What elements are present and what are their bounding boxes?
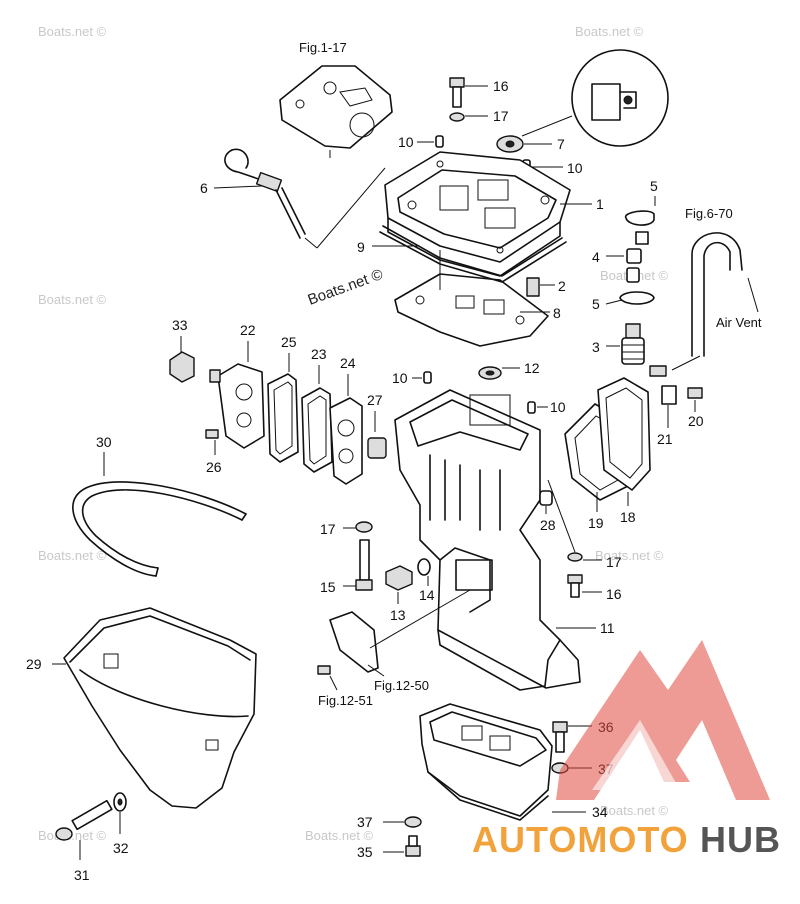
- part-label-14: 14: [419, 587, 435, 603]
- fig-12-50-plate: Fig.12-50 Fig.12-51: [317, 589, 471, 708]
- part-label-6: 6: [200, 180, 208, 196]
- fig-ref-12-51: Fig.12-51: [318, 693, 373, 708]
- fittings-20-21: 20 21: [649, 365, 704, 447]
- right-fasteners: 17 16: [547, 479, 622, 602]
- housing-top-fasteners: 12 10 10: [392, 360, 566, 415]
- part-label-37-left: 37: [357, 814, 373, 830]
- part-label-5-bottom: 5: [592, 296, 600, 312]
- part-label-18: 18: [620, 509, 636, 525]
- part-label-32: 32: [113, 840, 129, 856]
- part-label-17-top: 17: [493, 108, 509, 124]
- logo-text-automoto: AUTOMOTO: [472, 819, 689, 860]
- part-label-26: 26: [206, 459, 222, 475]
- cover-18-gasket-19: 19 18: [564, 377, 651, 531]
- housing-lower-fasteners: 17 15 13 14: [320, 521, 435, 623]
- fitting-2: 2: [526, 277, 566, 297]
- top-gasket-fig1-17: Fig.1-17: [279, 40, 393, 158]
- lower-apron-29: 29: [26, 607, 257, 809]
- part-label-5-top: 5: [650, 178, 658, 194]
- watermark: Boats.net ©: [38, 24, 107, 39]
- part-label-25: 25: [281, 334, 297, 350]
- watermark: Boats.net ©: [38, 548, 107, 563]
- bolt-31-washer-32: 31 32: [55, 792, 129, 883]
- watermark: Boats.net ©: [38, 292, 107, 307]
- gasket-9: 9: [357, 225, 567, 283]
- part-label-16-right: 16: [606, 586, 622, 602]
- part-label-13: 13: [390, 607, 406, 623]
- part-label-28: 28: [540, 517, 556, 533]
- center-watermark: Boats.net ©: [306, 266, 386, 309]
- part-label-24: 24: [340, 355, 356, 371]
- part-label-29: 29: [26, 656, 42, 672]
- part-label-7: 7: [557, 136, 565, 152]
- fig-ref-1-17: Fig.1-17: [299, 40, 347, 55]
- gasket-8: 8: [394, 250, 561, 347]
- part-label-17-left: 17: [320, 521, 336, 537]
- part-label-2: 2: [558, 278, 566, 294]
- logo-text-hub: HUB: [700, 819, 781, 860]
- air-vent-label: Air Vent: [716, 315, 762, 330]
- grommet-28: 28: [539, 490, 556, 533]
- part-label-23: 23: [311, 346, 327, 362]
- part-label-22: 22: [240, 322, 256, 338]
- exhaust-housing: 11: [394, 389, 615, 691]
- part-label-11: 11: [600, 620, 615, 636]
- part-label-21: 21: [657, 431, 673, 447]
- part-label-3: 3: [592, 339, 600, 355]
- part-label-17-right: 17: [606, 554, 622, 570]
- watermark: Boats.net ©: [600, 803, 669, 818]
- part-label-31: 31: [74, 867, 90, 883]
- part-label-35: 35: [357, 844, 373, 860]
- part-label-10-b: 10: [567, 160, 583, 176]
- part-label-10-d: 10: [550, 399, 566, 415]
- part-label-10-c: 10: [392, 370, 408, 386]
- fig-ref-6-70: Fig.6-70: [685, 206, 733, 221]
- part-label-20: 20: [688, 413, 704, 429]
- part-label-1: 1: [596, 196, 604, 212]
- part-label-34: 34: [592, 804, 608, 820]
- part-label-27: 27: [367, 392, 383, 408]
- water-pump-cover-assembly: 33 22 25 23 24 27 26: [169, 317, 387, 485]
- part-label-10-a: 10: [398, 134, 414, 150]
- dipstick: 6: [200, 148, 386, 249]
- logo-triangle-mark: [556, 640, 770, 800]
- part-label-4: 4: [592, 249, 600, 265]
- part-label-33: 33: [172, 317, 188, 333]
- part-label-30: 30: [96, 434, 112, 450]
- cowling-seal-30: 30: [72, 434, 247, 577]
- fig-ref-12-50: Fig.12-50: [374, 678, 429, 693]
- part-label-9: 9: [357, 239, 365, 255]
- watermark: Boats.net ©: [575, 24, 644, 39]
- air-vent-hose: Fig.6-70 Air Vent: [671, 206, 762, 371]
- automotohub-logo: AUTOMOTO HUB: [472, 640, 781, 860]
- part-label-19: 19: [588, 515, 604, 531]
- part-label-8: 8: [553, 305, 561, 321]
- part-label-12: 12: [524, 360, 540, 376]
- part-label-16-top: 16: [493, 78, 509, 94]
- vent-filter-assembly: 5 4 5 3: [592, 178, 658, 365]
- watermark: Boats.net ©: [305, 828, 374, 843]
- part-label-15: 15: [320, 579, 336, 595]
- watermark: Boats.net ©: [595, 548, 664, 563]
- seal-detail-callout: [521, 49, 669, 147]
